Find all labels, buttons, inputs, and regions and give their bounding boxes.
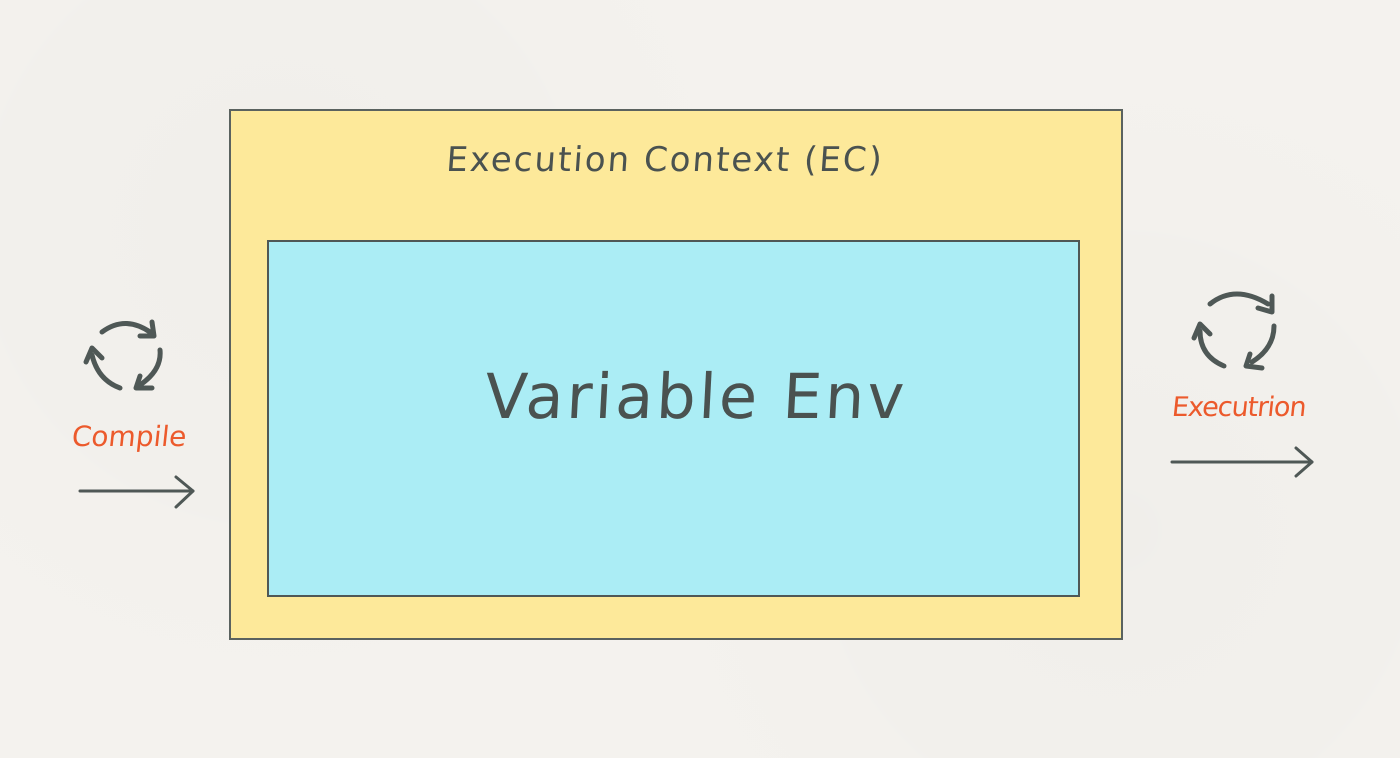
variable-env-box xyxy=(267,240,1080,597)
cycle-arrows-icon xyxy=(1191,291,1277,371)
execution-context-label: Execution Context (EC) xyxy=(444,140,886,180)
right-arrow-icon xyxy=(78,475,195,509)
execution-label: Executrion xyxy=(1170,392,1308,423)
right-arrow-icon xyxy=(1170,446,1314,478)
cycle-arrows-icon xyxy=(83,319,163,391)
variable-env-label: Variable Env xyxy=(483,360,910,433)
compile-label: Compile xyxy=(70,420,189,453)
